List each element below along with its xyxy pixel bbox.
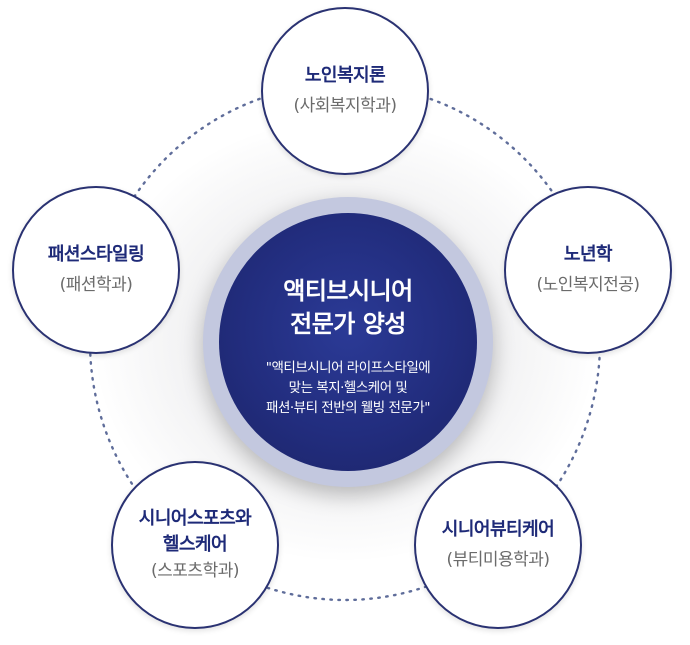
node-title-line: 노인복지론 [304,65,386,86]
node-senior-beauty-care: 시니어뷰티케어 (뷰티미용학과) [414,461,582,629]
node-subtitle: (사회복지학과) [293,96,397,116]
center-desc-line: 패션·뷰티 전반의 웰빙 전문가" [266,400,430,416]
center-title: 액티브시니어 전문가 양성 [219,275,477,341]
node-title-line: 시니어스포츠와 [138,508,252,529]
node-subtitle: (노인복지전공) [536,275,640,295]
node-subtitle: (패션학과) [59,275,133,295]
node-fashion-styling: 패션스타일링 (패션학과) [12,186,180,354]
node-title: 패션스타일링 [47,242,145,268]
node-title: 노년학 [563,242,613,268]
node-title-line: 패션스타일링 [47,244,145,265]
center-title-line: 액티브시니어 [283,277,413,305]
node-subtitle: (스포츠학과) [151,561,239,581]
node-title-line: 노년학 [563,244,613,265]
node-gerontology: 노년학 (노인복지전공) [504,186,672,354]
node-subtitle: (뷰티미용학과) [446,550,550,570]
node-senior-sports-healthcare: 시니어스포츠와 헬스케어 (스포츠학과) [111,461,279,629]
center-description: "액티브시니어 라이프스타일에 맞는 복지·헬스케어 및 패션·뷰티 전반의 웰… [219,358,477,418]
node-title-line: 헬스케어 [162,534,228,555]
center-title-line: 전문가 양성 [290,310,406,338]
center-circle: 액티브시니어 전문가 양성 "액티브시니어 라이프스타일에 맞는 복지·헬스케어… [219,213,477,471]
node-title: 노인복지론 [304,63,386,89]
node-title: 시니어뷰티케어 [441,517,555,543]
node-title-line: 시니어뷰티케어 [441,519,555,540]
center-desc-line: 맞는 복지·헬스케어 및 [288,380,408,396]
center-desc-line: "액티브시니어 라이프스타일에 [265,360,431,376]
node-title: 시니어스포츠와 헬스케어 [138,506,252,558]
node-senior-welfare: 노인복지론 (사회복지학과) [261,7,429,175]
